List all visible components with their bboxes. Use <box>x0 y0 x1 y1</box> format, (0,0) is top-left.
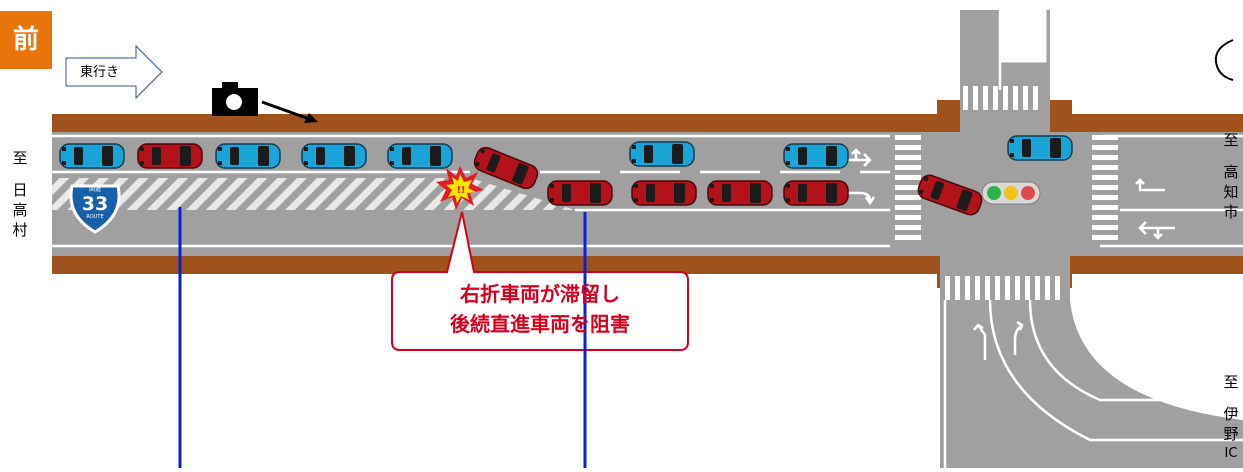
camera-icon <box>212 82 318 123</box>
left-destination-char: 高 <box>12 201 28 219</box>
route-shield-text: 国道 33 ROUTE <box>72 186 118 221</box>
car-red <box>631 180 697 206</box>
right-upper-destination-char: 知 <box>1223 183 1239 201</box>
right-lower-destination-char: IC <box>1224 446 1238 461</box>
left-destination-char: 村 <box>12 221 28 239</box>
lane-lines <box>52 10 1243 468</box>
right-upper-destination-char: 高 <box>1223 163 1239 181</box>
compass-icon <box>1214 39 1234 81</box>
direction-arrow-icon <box>65 44 163 100</box>
right-lower-destination-char: 伊 <box>1223 405 1239 423</box>
car-red <box>137 143 203 169</box>
warning-burst-icon: !! <box>436 166 484 210</box>
callout-line-2: 後続直進車両を阻害 <box>450 312 630 336</box>
direction-label-box: 東行き <box>66 50 162 92</box>
callout-text: 右折車両が滞留し 後続直進車両を阻害 <box>393 269 687 349</box>
car-red <box>783 180 849 206</box>
road-surface <box>52 9 1243 468</box>
callout-bubble <box>391 211 689 351</box>
car-blue <box>783 143 849 169</box>
left-destination-char: 日 <box>12 181 28 199</box>
car-blue <box>301 143 367 169</box>
panel-tag: 前 <box>0 11 52 69</box>
car-blue <box>387 143 453 169</box>
left-destination-prefix: 至 <box>12 149 28 167</box>
right-upper-destination: 至 高 知 市 <box>1221 130 1241 222</box>
route-shield-bottom-text: ROUTE <box>86 214 104 220</box>
crosswalks <box>895 86 1118 300</box>
car-red <box>707 180 773 206</box>
car-blue <box>1007 135 1073 161</box>
car-red <box>547 180 613 206</box>
lane-arrows <box>848 148 1175 360</box>
car-blue <box>629 141 695 167</box>
car-blue <box>59 143 125 169</box>
route-shield-number: 33 <box>81 193 109 215</box>
direction-label: 東行き <box>80 65 120 80</box>
right-lower-destination-char: 野 <box>1223 425 1239 443</box>
route-shield-icon <box>69 184 121 234</box>
car-blue <box>215 143 281 169</box>
left-destination: 至 日 高 村 <box>10 148 30 240</box>
callout-line-1: 右折車両が滞留し <box>460 282 620 306</box>
right-upper-destination-prefix: 至 <box>1223 131 1239 149</box>
right-upper-destination-char: 市 <box>1223 203 1239 221</box>
route-shield-top-text: 国道 <box>88 186 101 193</box>
svg-text:!!: !! <box>456 185 465 196</box>
right-lower-destination: 至 伊 野 IC <box>1221 372 1241 464</box>
right-lower-destination-prefix: 至 <box>1223 373 1239 391</box>
traffic-signal-icon <box>981 181 1041 205</box>
